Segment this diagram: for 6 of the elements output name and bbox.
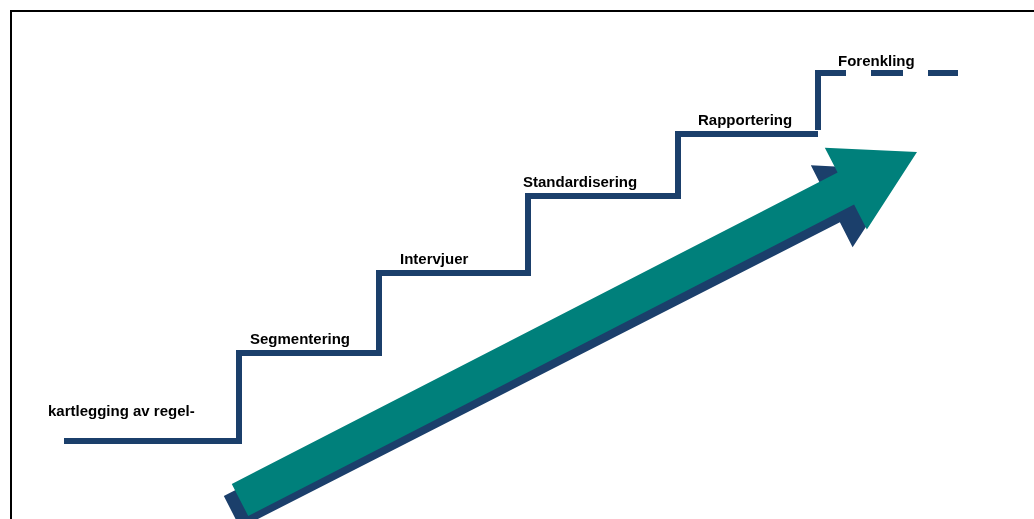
step-label: Rapportering [698,111,793,129]
step-label: Standardisering [523,173,638,191]
step-label: Segmentering [250,330,351,348]
step-label: kartlegging av regel- [48,402,195,420]
step-label: Intervjuer [400,250,469,268]
step-label: Forenkling [838,52,915,70]
